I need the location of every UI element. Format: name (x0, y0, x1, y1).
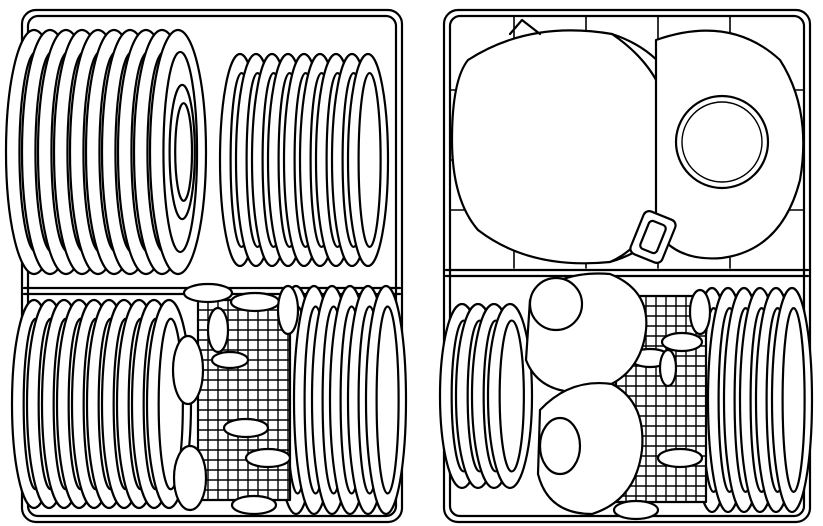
bowl-small (244, 447, 292, 469)
bowl-small (229, 291, 281, 313)
bowl-small (276, 284, 300, 336)
bowl-small (171, 334, 205, 406)
bowl-small (230, 494, 278, 516)
plate (486, 302, 534, 490)
bowl-small (182, 282, 234, 304)
pan-handle (629, 210, 677, 264)
left-bottom-plate-stack (10, 298, 193, 510)
left-dishwasher-panel (4, 8, 408, 524)
plate (770, 286, 814, 514)
left-bottom-plate-stack-right (274, 284, 408, 516)
plate (148, 28, 208, 276)
plate (364, 284, 408, 516)
left-top-plate-stack-right (218, 52, 390, 268)
right-bottom-plate-stack-right (690, 286, 814, 514)
right-bottom-plate-stack (438, 302, 534, 490)
pan-inner-rim (674, 94, 770, 190)
bowl-small (222, 417, 270, 439)
bowl-large-upper (524, 272, 648, 394)
bowl-small (206, 306, 230, 354)
left-cutlery-basket (171, 282, 300, 516)
plate (346, 52, 390, 268)
left-top-plate-stack (4, 28, 208, 276)
bowl-large-lower (536, 382, 644, 516)
bowl-small (210, 350, 250, 370)
right-dishwasher-panel (438, 8, 814, 524)
frying-pan (629, 29, 805, 264)
bowl-small (172, 444, 208, 512)
